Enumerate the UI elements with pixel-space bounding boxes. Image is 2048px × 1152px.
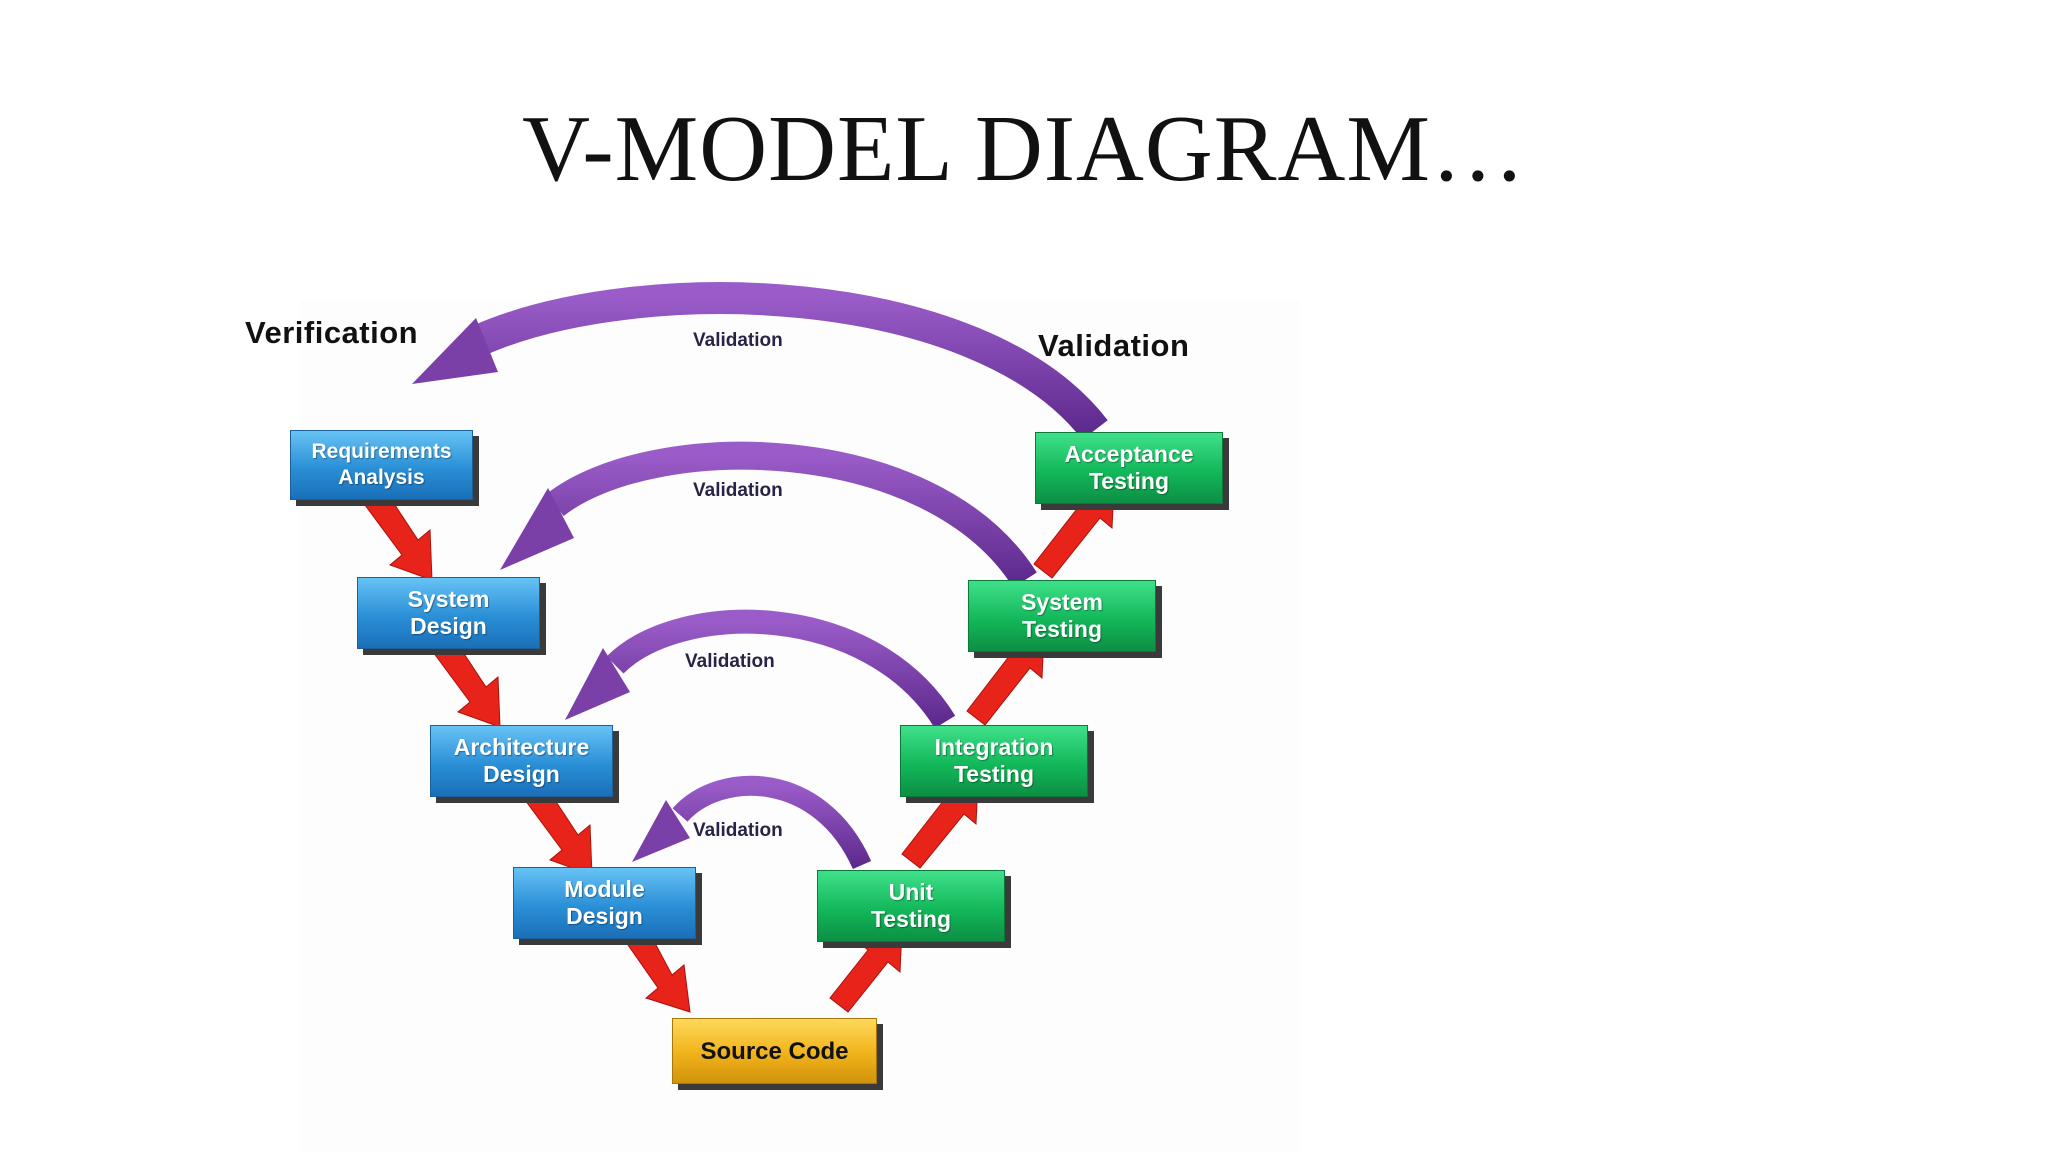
box-line: Testing: [870, 906, 952, 932]
down-arrow-3: [524, 784, 593, 876]
validation-arc-integration: [565, 609, 956, 729]
system-testing-box: System Testing: [968, 580, 1156, 652]
down-arrow-1: [364, 489, 433, 581]
requirements-analysis-box: Requirements Analysis: [290, 430, 473, 500]
validation-arc-label-2: Validation: [693, 480, 783, 501]
page-title: V-MODEL DIAGRAM…: [522, 97, 1526, 201]
system-design-box: System Design: [357, 577, 540, 649]
validation-arc-acceptance: [412, 282, 1108, 440]
box-line: Design: [566, 903, 643, 929]
validation-label: Validation: [1038, 328, 1190, 363]
module-design-box: Module Design: [513, 867, 696, 939]
box-line: Module: [564, 876, 645, 902]
box-line: System: [1021, 589, 1103, 615]
box-line: System: [407, 586, 490, 612]
acceptance-testing-box: Acceptance Testing: [1035, 432, 1223, 504]
validation-arc-label-4: Validation: [693, 820, 783, 841]
box-line: Source Code: [700, 1037, 849, 1065]
box-line: Testing: [1088, 468, 1170, 494]
validation-arc-system: [500, 441, 1037, 588]
down-arrow-2: [432, 636, 501, 728]
box-line: Design: [410, 613, 487, 639]
validation-arc-label-1: Validation: [693, 330, 783, 351]
box-line: Testing: [1021, 616, 1103, 642]
box-line: Integration: [934, 734, 1054, 760]
unit-testing-box: Unit Testing: [817, 870, 1005, 942]
box-line: Design: [483, 761, 560, 787]
integration-testing-box: Integration Testing: [900, 725, 1088, 797]
architecture-design-box: Architecture Design: [430, 725, 613, 797]
box-line: Analysis: [338, 466, 425, 489]
box-line: Requirements: [311, 440, 452, 463]
source-code-box: Source Code: [672, 1018, 877, 1084]
verification-label: Verification: [245, 315, 419, 350]
box-line: Unit: [888, 879, 934, 905]
box-line: Architecture: [453, 734, 590, 760]
validation-arc-unit: [632, 775, 872, 870]
validation-arc-label-3: Validation: [685, 651, 775, 672]
box-line: Acceptance: [1064, 441, 1194, 467]
down-arrow-4: [627, 929, 691, 1013]
box-line: Testing: [953, 761, 1035, 787]
